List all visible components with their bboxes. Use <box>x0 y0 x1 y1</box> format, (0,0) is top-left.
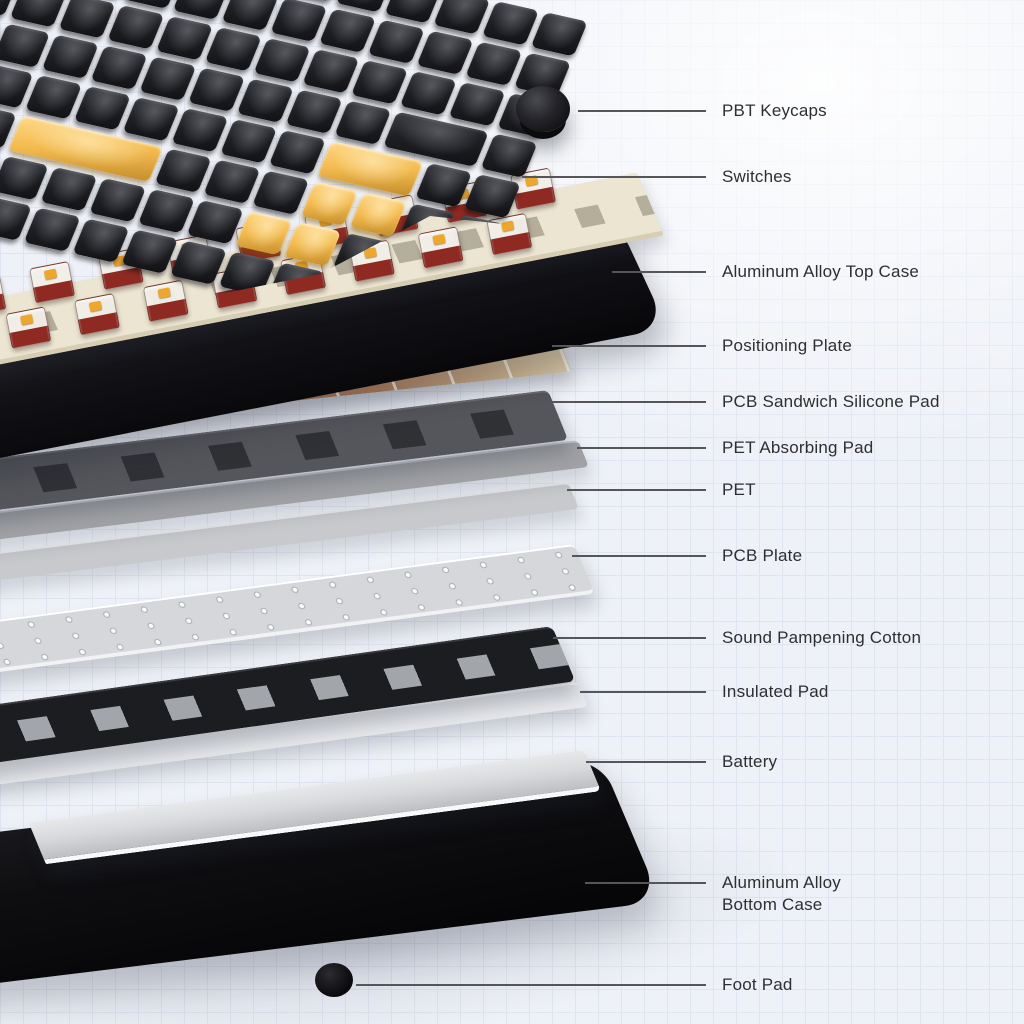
leader-line-top-case <box>612 271 706 273</box>
keycap-black <box>24 74 83 120</box>
label-positioning-plate: Positioning Plate <box>722 336 853 355</box>
keycap-black <box>251 170 310 216</box>
keycap-black <box>0 155 49 201</box>
leader-line-foot-pad <box>356 984 706 986</box>
keycap-black <box>334 100 392 146</box>
leader-line-insulated-pad <box>580 691 706 693</box>
keycap-black <box>88 177 147 223</box>
keycap-black <box>9 0 67 28</box>
keycap-black <box>530 12 588 57</box>
keycap-black <box>268 129 327 175</box>
keycap-black <box>384 0 442 24</box>
keycap-black <box>172 0 230 21</box>
label-top-case: Aluminum Alloy Top Case <box>722 262 920 281</box>
leader-line-pbt-keycaps <box>578 110 706 112</box>
keycap-black <box>169 240 228 285</box>
leader-line-bottom-case <box>585 882 706 884</box>
keycap-black <box>155 15 214 61</box>
keycap-black <box>154 148 212 194</box>
leader-line-battery <box>586 761 706 763</box>
keycap-yellow <box>283 221 342 267</box>
keycap-black <box>90 45 148 91</box>
label-bottom-case: Aluminum Alloy Bottom Case <box>722 873 842 914</box>
label-insulated-pad: Insulated Pad <box>722 682 829 701</box>
rotary-knob <box>516 86 570 132</box>
keycap-black <box>465 41 523 87</box>
keycap-black <box>171 107 229 153</box>
label-switches: Switches <box>722 167 792 186</box>
label-pet: PET <box>722 480 756 499</box>
keycap-black <box>463 173 522 219</box>
keycap-black <box>72 218 130 263</box>
keycap-yellow <box>235 210 293 256</box>
label-pbt-keycaps: PBT Keycaps <box>722 101 827 120</box>
keycap-black <box>399 70 457 116</box>
keycap-yellow <box>300 181 359 227</box>
keycap-black <box>221 0 279 32</box>
leader-line-pet <box>567 489 706 491</box>
keycap-black <box>416 30 474 76</box>
label-sound-cotton: Sound Pampening Cotton <box>722 628 922 647</box>
foot-pad-part <box>315 963 353 997</box>
keycap-black <box>137 188 196 234</box>
keycap-black <box>318 8 377 54</box>
keycap-black <box>0 23 51 69</box>
keycap-black <box>350 59 409 105</box>
label-battery: Battery <box>722 752 778 771</box>
keycap-black <box>122 96 180 142</box>
leader-line-switches <box>522 176 706 178</box>
keycap-black <box>203 159 261 205</box>
keycap-black <box>253 37 311 83</box>
keycap-black <box>139 56 197 102</box>
leader-line-sound-cotton <box>553 637 706 639</box>
keycap-black <box>481 1 540 46</box>
keycap-black <box>302 48 360 94</box>
label-silicone-pad: PCB Sandwich Silicone Pad <box>722 392 940 411</box>
keycap-black <box>204 26 262 72</box>
keycap-black <box>186 199 244 245</box>
keycap-black <box>270 0 328 43</box>
keycap-black <box>23 207 81 252</box>
keycap-black <box>187 67 246 113</box>
keycap-black <box>107 4 165 50</box>
keycap-black <box>121 229 179 274</box>
keycap-black <box>236 78 294 124</box>
leader-line-silicone-pad <box>546 401 706 403</box>
keycap-yellow <box>349 192 407 238</box>
keycap-black <box>414 162 473 208</box>
label-pcb-plate: PCB Plate <box>722 546 803 565</box>
leader-line-pet-absorbing-pad <box>577 447 706 449</box>
keycap-black <box>73 85 132 131</box>
leader-line-pcb-plate <box>572 555 706 557</box>
mechanical-switch <box>417 226 464 270</box>
keycap-black <box>40 166 98 212</box>
keycap-black <box>448 81 506 127</box>
keycap-black <box>41 34 99 80</box>
label-foot-pad: Foot Pad <box>722 975 793 994</box>
keycap-black <box>433 0 491 35</box>
label-pet-absorbing-pad: PET Absorbing Pad <box>722 438 874 457</box>
keycap-black <box>285 89 343 135</box>
keycap-black <box>367 19 425 65</box>
keycap-black <box>219 118 278 164</box>
keycap-black <box>58 0 116 39</box>
leader-line-positioning-plate <box>552 345 706 347</box>
keycap-black <box>480 133 538 179</box>
